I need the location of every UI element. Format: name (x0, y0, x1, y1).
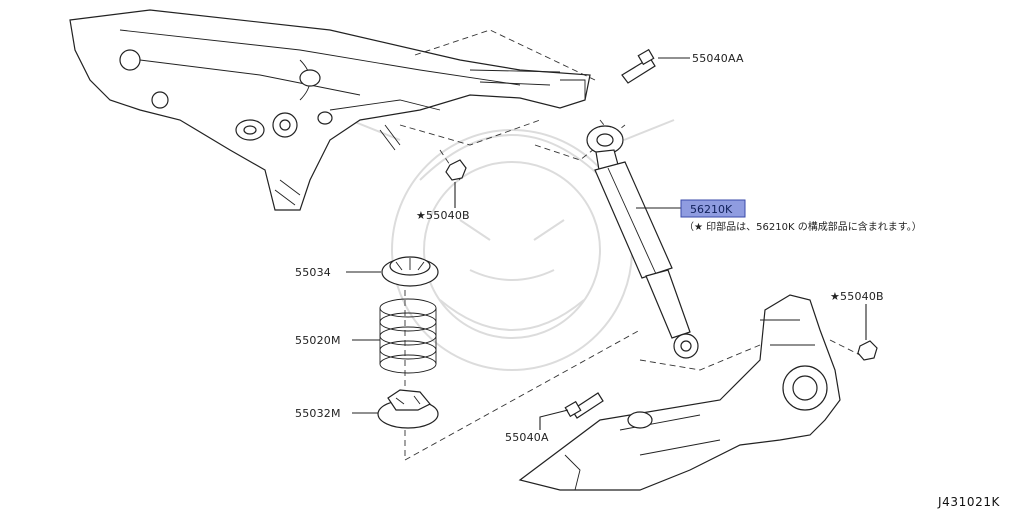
upper-bolt (621, 48, 656, 84)
upper-spring-seat (381, 256, 439, 287)
shock-absorber (586, 125, 699, 359)
label-upper-seat: 55034 (295, 266, 331, 279)
label-nut-right: ★55040B (830, 290, 884, 303)
label-bolt-upper: 55040AA (692, 52, 744, 65)
lower-spring-seat (377, 389, 439, 429)
nut-right (857, 340, 878, 361)
label-coil-spring: 55020M (295, 334, 341, 347)
label-nut-left: ★55040B (416, 209, 470, 222)
lower-bolt (564, 392, 604, 419)
label-shock-absorber: 56210K (690, 203, 733, 216)
diagram-code: J431021K (937, 495, 1001, 509)
nut-left (445, 159, 467, 181)
label-bolt-lower: 55040A (505, 431, 549, 444)
leader-bolt-lower (539, 409, 569, 430)
label-lower-seat: 55032M (295, 407, 341, 420)
rear-subframe (69, 9, 591, 211)
watermark-logo (349, 119, 675, 371)
rear-axle-beam (518, 294, 841, 491)
note-starred-parts: （★ 印部品は、56210K の構成部品に含まれます。） (684, 220, 922, 233)
highlight-box-shock (680, 199, 746, 218)
coil-spring (379, 298, 437, 374)
